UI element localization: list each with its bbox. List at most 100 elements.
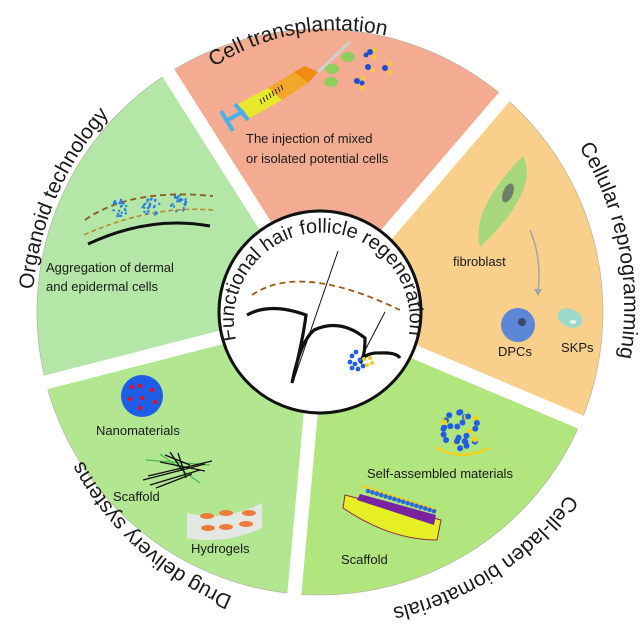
self-assembled-materials-icon — [435, 409, 491, 456]
self-assembled-particle — [454, 423, 461, 430]
organoid-cell-dot — [153, 213, 157, 216]
self-assembled-particle — [447, 423, 454, 430]
organoid-cell-dot — [118, 202, 122, 205]
organoid-cell-dot — [184, 201, 188, 204]
organoid-cell-dot — [183, 203, 186, 206]
organoid-cell-dot — [114, 202, 118, 205]
organoid-cell-dot — [143, 210, 146, 213]
organoid-cell-dot — [145, 212, 148, 215]
segment-organoid-technology: Aggregation of dermal and epidermal cell… — [46, 193, 214, 294]
cell-transplantation-caption-line-1: The injection of mixed — [246, 131, 372, 146]
epidermis-line-icon — [87, 221, 211, 246]
organoid-cell-dot — [175, 197, 179, 200]
scaffold-cell-dot — [422, 506, 428, 511]
organoid-cell-dot — [124, 208, 127, 212]
organoid-cell-dot — [112, 202, 116, 205]
self-assembled-particle — [465, 413, 472, 420]
fibroblast-cell-icon — [478, 156, 527, 247]
self-assembled-particle — [463, 432, 470, 439]
organoid-cell-dot — [141, 205, 144, 209]
organoid-cell-dot — [117, 209, 121, 212]
segment-drug-delivery-systems: Nanomaterials Scaffold Hydrogels — [96, 375, 262, 556]
self-assembled-particle — [473, 420, 480, 427]
scaffold-layers-icon — [342, 485, 442, 541]
self-assembled-particle — [457, 409, 464, 416]
cell-transplantation-caption-line-2: or isolated potential cells — [246, 151, 389, 166]
skp-cell-icon — [557, 308, 583, 328]
organoid-cell-dot — [181, 209, 185, 212]
scaffold-cell-dot — [405, 500, 410, 506]
organoid-cell-dot — [182, 207, 185, 210]
self-assembled-particle — [440, 425, 447, 432]
dpcs-label: DPCs — [498, 344, 532, 359]
organoid-cell-dot — [112, 209, 116, 212]
scaffold-cell-dot — [418, 504, 424, 510]
organoid-cell-dot — [118, 214, 121, 218]
self-assembled-particle — [459, 419, 466, 426]
self-assembled-particle — [441, 419, 448, 426]
organoid-cell-dot — [154, 211, 158, 214]
organoid-cell-dot — [180, 198, 184, 201]
organoid-cell-dot — [169, 204, 173, 207]
self-assembled-particle — [466, 428, 473, 435]
organoid-cell-dot — [149, 198, 153, 201]
self-assembled-particle — [472, 425, 479, 432]
segment-gap — [157, 60, 281, 244]
scaffold-cell-dot — [409, 502, 415, 507]
fibroblast-label: fibroblast — [453, 254, 506, 269]
scaffold-cell-dot — [387, 495, 393, 501]
scaffold-cell-dot — [400, 499, 406, 505]
fibroblast-nucleus-icon — [502, 183, 514, 203]
organoid-cell-dot — [178, 194, 182, 197]
segment-gap — [370, 84, 516, 253]
hair-follicle-icon — [246, 306, 402, 384]
segment-gaps — [34, 60, 593, 605]
organoid-cell-dot — [143, 206, 146, 209]
organoid-cell-dot — [146, 198, 149, 201]
dpc-cell-icon — [501, 308, 535, 342]
scaffold-cell-dot — [370, 490, 375, 495]
self-assembled-particle — [443, 437, 450, 444]
organoid-cell-dot — [147, 205, 151, 209]
segment-cell-transplantation: The injection of mixed or isolated poten… — [219, 40, 392, 166]
scaffold-cell-dot — [392, 496, 397, 502]
scaffold-cell-dot — [374, 491, 380, 497]
self-assembled-particle — [471, 436, 478, 443]
organoid-cell-dot — [146, 200, 149, 203]
scaffold-cell-dot — [383, 494, 388, 499]
scaffold-cells-icon — [365, 488, 437, 514]
scaffold-cell-dot — [431, 508, 437, 514]
scaffold-cell-dot — [414, 503, 419, 509]
arrow-icon — [529, 229, 540, 293]
organoid-cell-dot — [154, 198, 157, 202]
organoid-cell-dot — [148, 202, 152, 205]
organoid-cell-dot — [142, 203, 146, 207]
self-assembled-particle — [457, 445, 464, 452]
organoid-cell-dot — [122, 202, 125, 205]
cell-laden-scaffold-label: Scaffold — [341, 552, 388, 567]
nanomaterials-label: Nanomaterials — [96, 423, 180, 438]
hydrogels-label: Hydrogels — [191, 541, 250, 556]
segment-cell-laden-biomaterials: Self-assembled materials Scaffold — [341, 409, 513, 567]
organoid-cell-dot — [158, 202, 161, 206]
organoid-cell-dot — [120, 211, 123, 215]
drug-delivery-scaffold-label: Scaffold — [113, 489, 160, 504]
organoid-caption-line-2: and epidermal cells — [46, 279, 159, 294]
segment-cellular-reprogramming: fibroblast DPCs SKPs — [453, 156, 594, 359]
organoid-caption-line-1: Aggregation of dermal — [46, 260, 174, 275]
organoid-cell-dot — [184, 198, 187, 201]
organoid-cell-dot — [116, 214, 119, 218]
hydrogel-icon — [187, 503, 262, 541]
organoid-cell-dot — [172, 205, 176, 208]
self-assembled-particle — [440, 431, 447, 438]
cells-icon — [324, 48, 392, 90]
scaffold-cell-dot — [427, 507, 432, 513]
scaffold-cell-dot — [396, 498, 402, 503]
segment-gap — [286, 396, 320, 605]
segment-gap — [34, 326, 240, 392]
organoid-cell-dot — [175, 210, 178, 213]
organoid-cell-dot — [171, 203, 174, 206]
self-assembled-particle — [446, 412, 453, 419]
syringe-icon — [219, 40, 352, 133]
